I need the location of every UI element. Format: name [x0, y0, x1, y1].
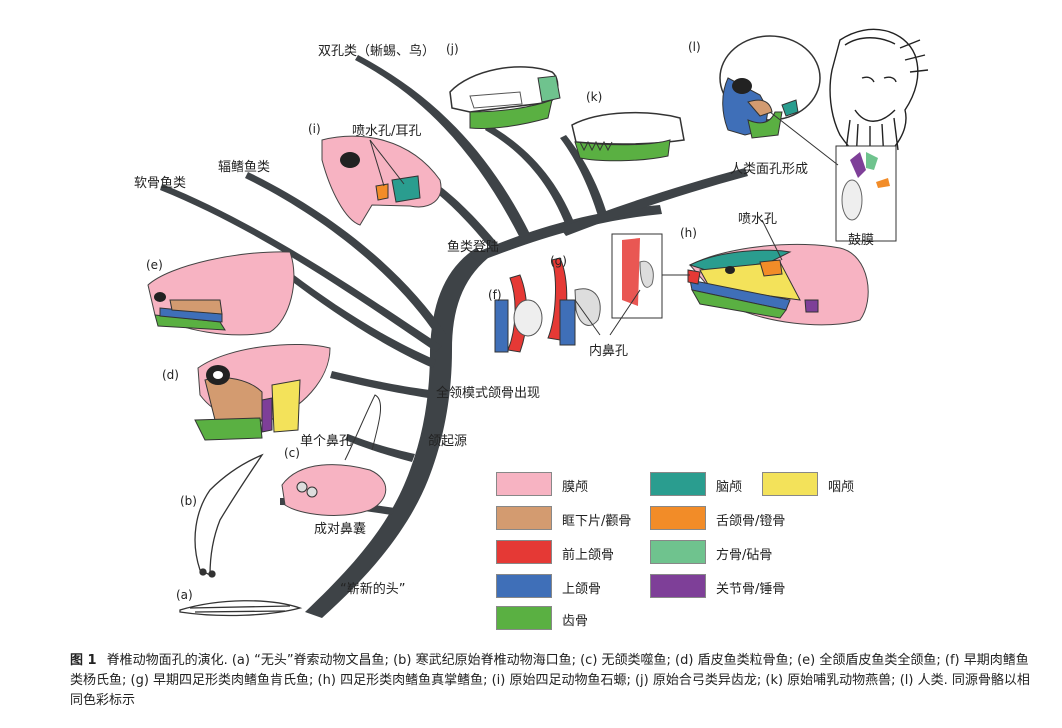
- panel-label-b: (b): [180, 494, 197, 508]
- legend-swatch: [650, 540, 706, 564]
- panel-label-k: (k): [586, 90, 603, 104]
- phylogenetic-tree: [160, 55, 748, 618]
- label-jaw-pattern: 全领模式颌骨出现: [436, 386, 541, 401]
- legend-label: 膜颅: [562, 480, 589, 495]
- mammal-skull: [571, 111, 685, 162]
- panel-label-h: (h): [680, 226, 697, 240]
- amphioxus: [179, 600, 303, 617]
- haikouichthys: [194, 453, 264, 578]
- legend-swatch: [496, 574, 552, 598]
- label-inner-nostril: 内鼻孔: [589, 344, 629, 359]
- panel-label-f: (f): [488, 288, 502, 302]
- legend-swatch: [762, 472, 818, 496]
- legend-label: 关节骨/锤骨: [716, 582, 786, 597]
- inset-h-premaxilla: [622, 238, 640, 306]
- legend-label: 方骨/砧骨: [716, 548, 773, 563]
- legend-swatch: [650, 472, 706, 496]
- branch-to-k: [560, 135, 607, 216]
- placoderm-entelognathus: [147, 251, 295, 336]
- panel-label-c: (c): [284, 446, 300, 460]
- caption-text: 脊椎动物面孔的演化. (a) “无头”脊索动物文昌鱼; (b) 寒武纪原始脊椎动…: [70, 653, 1030, 708]
- branch-to-h: [470, 205, 662, 262]
- human-skull: [719, 35, 821, 139]
- label-spiracle: 喷水孔: [738, 212, 778, 227]
- panel-label-j: (j): [446, 42, 459, 56]
- panel-label-g: (g): [550, 254, 567, 268]
- panel-label-a: (a): [176, 588, 193, 602]
- callout-line-ear: [769, 111, 839, 166]
- label-jaw-origin: 颌起源: [428, 434, 468, 449]
- early-sarcopterygian-palate: [494, 274, 543, 353]
- panel-label-i: (i): [308, 122, 321, 136]
- label-human-face: 人类面孔形成: [730, 162, 809, 177]
- early-tetrapod-skull: [321, 135, 442, 226]
- label-single-nostril: 单个鼻孔: [300, 434, 353, 449]
- legend-label: 齿骨: [562, 614, 589, 629]
- darwin-sketch: [829, 28, 929, 165]
- jawless-fish-galeaspid: [281, 394, 387, 516]
- label-spiracle-ear: 喷水孔/耳孔: [352, 124, 422, 139]
- inset-h-choana: [639, 260, 654, 288]
- branch-to-j: [485, 124, 574, 226]
- branch-to-cartilaginous: [160, 184, 442, 352]
- panel-label-l: (l): [688, 40, 701, 54]
- legend-label: 脑颅: [716, 480, 743, 495]
- branch-to-monotremes: [355, 55, 530, 238]
- legend-label: 咽颅: [828, 480, 855, 495]
- legend-swatch: [650, 506, 706, 530]
- label-rayfinned-fishes: 辐鳍鱼类: [218, 160, 271, 175]
- panel-label-e: (e): [146, 258, 163, 272]
- panel-label-d: (d): [162, 368, 179, 382]
- ear-ossicles: [841, 152, 890, 221]
- legend-label: 前上颌骨: [562, 548, 615, 563]
- early-tetrapodomorph-palate: [547, 257, 641, 346]
- label-cartilaginous-fishes: 软骨鱼类: [134, 176, 187, 191]
- label-monotremes: 双孔类（蜥蜴、鸟）: [318, 44, 436, 59]
- legend-swatch: [496, 540, 552, 564]
- placoderm-compagopiscis: [194, 344, 331, 441]
- branch-to-d: [330, 371, 430, 398]
- legend-swatch: [650, 574, 706, 598]
- label-new-head: “崭新的头”: [340, 582, 406, 597]
- legend-swatch: [496, 606, 552, 630]
- label-paired-nasal-sacs: 成对鼻囊: [314, 522, 367, 537]
- synapsid-skull: [449, 66, 561, 129]
- label-eardrum: 鼓膜: [848, 233, 875, 248]
- label-fish-landing: 鱼类登陆: [447, 240, 500, 255]
- tree-trunk: [305, 248, 488, 618]
- legend-label: 舌颌骨/镫骨: [716, 514, 786, 529]
- branch-to-e: [290, 275, 436, 368]
- legend-swatch: [496, 506, 552, 530]
- legend-label: 眶下片/颧骨: [562, 514, 632, 529]
- branch-to-c: [345, 434, 415, 462]
- tetrapodomorph-head: [687, 219, 869, 326]
- figure-number: 图 1: [70, 653, 97, 668]
- legend-swatch: [496, 472, 552, 496]
- branch-to-human: [560, 168, 748, 236]
- legend-label: 上颌骨: [562, 582, 602, 597]
